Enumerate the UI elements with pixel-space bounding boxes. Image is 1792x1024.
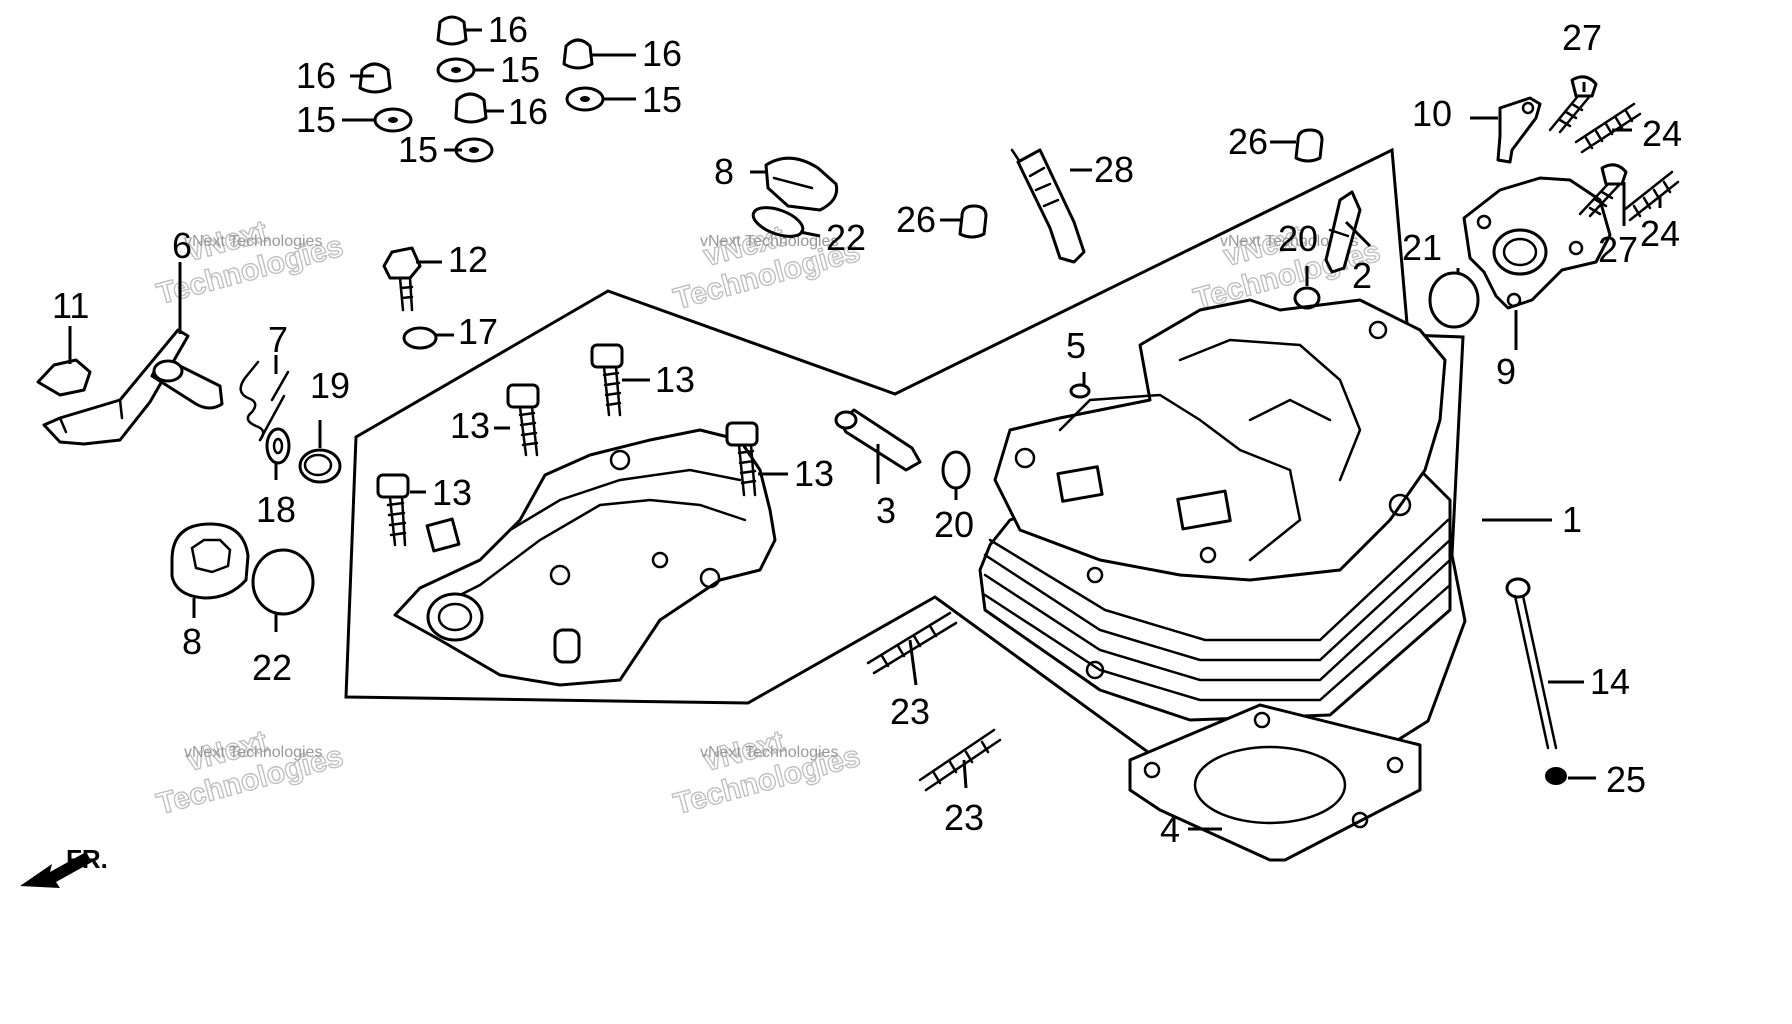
callout-7: 7 <box>268 319 288 360</box>
cap-nut-16c <box>562 38 594 70</box>
callout-11: 11 <box>52 285 89 326</box>
bolt-13b <box>506 383 540 457</box>
callout-24-lower: 24 <box>1640 213 1680 254</box>
callout-18: 18 <box>256 489 296 530</box>
bolt-13d <box>725 421 759 497</box>
callout-17: 17 <box>458 311 498 352</box>
stud-23-lower <box>918 728 1002 792</box>
callout-8-top: 8 <box>714 151 734 192</box>
callout-26-left: 26 <box>896 199 936 240</box>
callout-3: 3 <box>876 490 896 531</box>
callout-28: 28 <box>1094 149 1134 190</box>
stud-23-upper <box>866 611 958 675</box>
front-indicator-label: FR. <box>66 844 108 874</box>
stud-24-top <box>1574 102 1642 154</box>
sealing-cap-8-top <box>764 156 839 212</box>
washer-15c <box>565 86 605 112</box>
callout-16b: 16 <box>296 55 336 96</box>
watermark-small: vNext Technologies <box>184 744 322 761</box>
washer-18 <box>265 427 291 465</box>
o-ring-20-right <box>1293 286 1321 310</box>
spark-plug-28 <box>1010 148 1086 264</box>
bolt-27-lower <box>1578 163 1628 218</box>
cap-nut-16b <box>358 62 392 94</box>
callout-numbers: 1 2 3 4 5 6 7 8 8 9 10 11 12 13 13 13 13… <box>52 9 1682 850</box>
cap-11 <box>36 358 92 397</box>
callout-15c: 15 <box>642 79 682 120</box>
callout-10: 10 <box>1412 93 1452 134</box>
washer-15a <box>436 57 476 83</box>
callout-22-top: 22 <box>826 217 866 258</box>
callout-25: 25 <box>1606 759 1646 800</box>
callout-27-lower: 27 <box>1598 229 1638 270</box>
dowel-26-top <box>1294 128 1324 163</box>
dowel-pin-5 <box>1069 383 1091 399</box>
o-ring-22-left <box>251 548 315 616</box>
cap-nut-16a <box>436 15 468 46</box>
callout-15a: 15 <box>500 49 540 90</box>
callout-16a: 16 <box>488 9 528 50</box>
callout-13b: 13 <box>450 405 490 446</box>
return-spring-7 <box>239 360 290 442</box>
decompressor-shaft <box>150 359 224 410</box>
callout-15b: 15 <box>296 99 336 140</box>
callout-19: 19 <box>310 365 350 406</box>
callout-2: 2 <box>1352 255 1372 296</box>
cylinder-head-gasket <box>1128 703 1422 862</box>
callout-23-lower: 23 <box>944 797 984 838</box>
callout-20-left: 20 <box>934 504 974 545</box>
leader-lines <box>68 28 1662 831</box>
watermark-small: vNext Technologies <box>700 744 838 761</box>
callout-15d: 15 <box>398 129 438 170</box>
callout-4: 4 <box>1160 809 1180 850</box>
washer-15b <box>373 107 413 133</box>
washer-25 <box>1545 767 1567 785</box>
o-ring-20-left <box>941 450 971 490</box>
callout-1: 1 <box>1562 499 1582 540</box>
callout-13a: 13 <box>432 472 472 513</box>
washer-17 <box>402 326 438 350</box>
callout-23-upper: 23 <box>890 691 930 732</box>
stud-24-lower <box>1622 170 1680 222</box>
bracket-10 <box>1496 96 1542 164</box>
holder-9 <box>1462 176 1612 310</box>
callout-5: 5 <box>1066 325 1086 366</box>
sealing-cap-8-left <box>170 522 250 600</box>
bolt-12 <box>382 246 422 312</box>
bolt-27-top <box>1548 75 1598 134</box>
bolt-13a <box>376 473 410 547</box>
callout-24-top: 24 <box>1642 113 1682 154</box>
callout-9: 9 <box>1496 351 1516 392</box>
callout-12: 12 <box>448 239 488 280</box>
callout-20-right: 20 <box>1278 218 1318 259</box>
cylinder-head <box>978 298 1452 722</box>
head-cover <box>393 428 777 687</box>
long-bolt-14 <box>1505 577 1558 750</box>
callout-27-top: 27 <box>1562 17 1602 58</box>
watermark-small: vNext Technologies <box>184 233 322 250</box>
o-ring-21 <box>1428 271 1480 329</box>
cap-nut-16d <box>454 92 488 124</box>
callout-16d: 16 <box>508 91 548 132</box>
rocker-arm-shaft-3 <box>834 408 922 472</box>
front-arrow-icon: FR. <box>20 844 108 888</box>
callout-8-left: 8 <box>182 621 202 662</box>
callout-22-left: 22 <box>252 647 292 688</box>
callout-16c: 16 <box>642 33 682 74</box>
callout-13c: 13 <box>655 359 695 400</box>
callout-26-top: 26 <box>1228 121 1268 162</box>
bolt-13c <box>590 343 624 417</box>
o-ring-22-top <box>751 206 805 238</box>
callout-14: 14 <box>1590 661 1630 702</box>
oil-seal-19 <box>298 448 342 484</box>
watermark-small: vNext Technologies <box>1220 233 1358 250</box>
watermark-small: vNext Technologies <box>700 233 838 250</box>
head-cover-assembly-frame <box>344 147 1467 832</box>
callout-21: 21 <box>1402 227 1442 268</box>
dowel-26-left <box>958 204 988 239</box>
callout-6: 6 <box>172 225 192 266</box>
callout-13d: 13 <box>794 453 834 494</box>
valve-2 <box>1324 190 1362 274</box>
